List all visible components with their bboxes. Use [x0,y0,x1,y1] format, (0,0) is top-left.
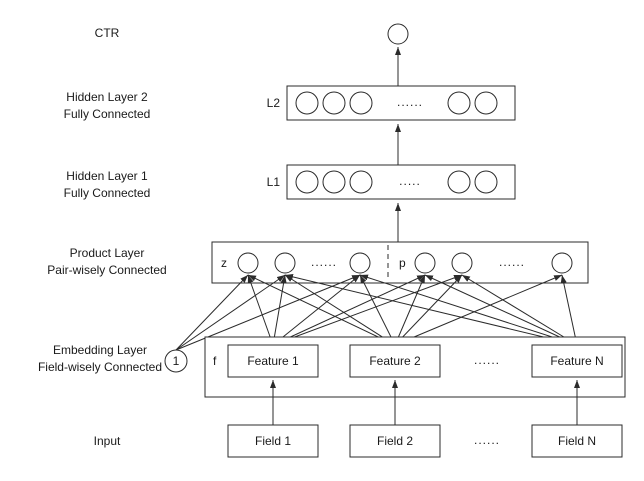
feature-n-box [531,344,623,378]
z-node [274,252,296,274]
l1-ellipsis: ..... [399,174,421,188]
feature-2-box [349,344,441,378]
neuron-node [322,91,346,115]
hidden-layer-2: L2 ...... [267,85,516,121]
p-node [551,252,573,274]
f-tag: f [213,354,217,368]
ctr-output-node [387,23,409,45]
neuron-node [474,91,498,115]
embedding-to-product-connections [175,273,578,351]
field-2-label: Field 2 [377,434,413,448]
field-ellipsis: ...... [474,433,500,447]
feature-n-label: Feature N [550,354,603,368]
l1-tag: L1 [267,175,281,189]
product-label-line2: Pair-wisely Connected [47,263,166,277]
hidden1-label-line2: Fully Connected [64,186,151,200]
neuron-node [349,91,373,115]
product-label-line1: Product Layer [70,246,145,260]
z-node [237,252,259,274]
field-1-box [227,424,319,458]
feature-ellipsis: ...... [474,353,500,367]
z-node [349,252,371,274]
layer-labels: CTR Hidden Layer 2 Fully Connected Hidde… [38,26,167,448]
neuron-node [349,170,373,194]
l2-ellipsis: ...... [397,95,423,109]
feature-2-label: Feature 2 [369,354,421,368]
input-to-embedding-connections [270,380,580,425]
one-tag: 1 [173,354,180,368]
l2-tag: L2 [267,96,281,110]
field-n-label: Field N [558,434,596,448]
field-1-label: Field 1 [255,434,291,448]
field-2-box [349,424,441,458]
p-tag: p [399,256,406,270]
product-layer: z ...... p ...... [211,241,589,284]
neuron-node [447,170,471,194]
embedding-label-line1: Embedding Layer [53,343,147,357]
neuron-node [474,170,498,194]
hidden-layer-1: L1 ..... [267,164,516,200]
constant-one-node [164,349,188,373]
neuron-node [295,170,319,194]
p-node [451,252,473,274]
z-tag: z [221,256,227,270]
hidden2-label-line2: Fully Connected [64,107,151,121]
hidden1-label-line1: Hidden Layer 1 [66,169,148,183]
neuron-node [295,91,319,115]
ctr-label: CTR [95,26,120,40]
feature-1-box [227,344,319,378]
input-layer: Field 1 Field 2 ...... Field N [227,424,623,458]
neuron-node [322,170,346,194]
hidden2-label-line1: Hidden Layer 2 [66,90,148,104]
embedding-layer: 1 f Feature 1 Feature 2 ...... Feature N [164,336,626,398]
embedding-label-line2: Field-wisely Connected [38,360,162,374]
field-n-box [531,424,623,458]
p-ellipsis: ...... [499,255,525,269]
z-ellipsis: ...... [311,255,337,269]
neuron-node [447,91,471,115]
feature-1-label: Feature 1 [247,354,299,368]
input-label: Input [94,434,121,448]
p-node [414,252,436,274]
